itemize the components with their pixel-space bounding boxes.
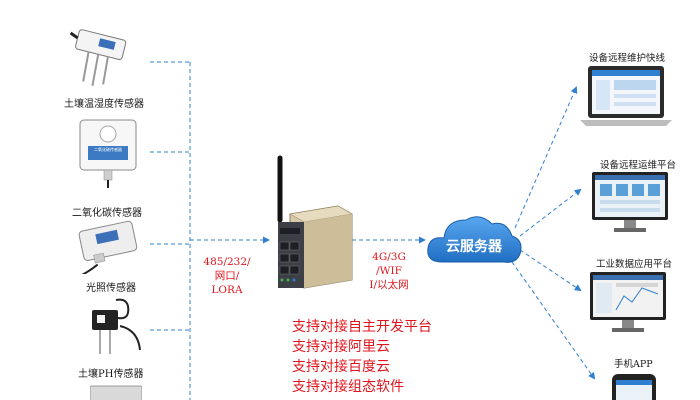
sensor-label: 土壤温湿度传感器 <box>64 99 144 110</box>
gateway-device-image <box>277 155 353 289</box>
feature-item: 支持对接百度云 <box>292 359 390 375</box>
device-label: 设备远程维护快线 <box>589 53 666 64</box>
feature-item: 支持对接阿里云 <box>292 339 390 355</box>
cloud-icon <box>427 216 522 263</box>
link-protocol-right: 4G/3G /WIF I/以太网 <box>356 250 422 292</box>
device-label: 手机APP <box>614 359 653 370</box>
link-protocol-line: 4G/3G <box>372 251 406 263</box>
sensor-label: 二氧化碳传感器 <box>72 208 142 219</box>
cloud-to-device-line <box>511 261 596 380</box>
link-protocol-line: 网口/ <box>214 270 240 282</box>
link-protocol-left: 485/232/ 网口/ LORA <box>194 255 260 297</box>
cloud-to-device-line <box>514 86 578 229</box>
link-protocol-line: 485/232/ <box>203 256 251 268</box>
phone-image <box>612 374 656 400</box>
soil-temp-humidity-sensor-image <box>69 29 127 87</box>
partial-sensor-image <box>90 385 142 400</box>
sensor-label: 光照传感器 <box>86 283 136 294</box>
feature-list: 支持对接自主开发平台 支持对接阿里云 支持对接百度云 支持对接组态软件 <box>292 317 432 397</box>
laptop-image <box>580 66 672 126</box>
link-protocol-line: I/以太网 <box>369 279 409 291</box>
sensor-label: 土壤PH传感器 <box>78 369 144 380</box>
soil-ph-sensor-image <box>92 298 141 354</box>
link-protocol-line: LORA <box>211 284 243 296</box>
co2-sensor-image <box>79 119 137 188</box>
cloud-server-label: 云服务器 <box>446 239 502 255</box>
feature-item: 支持对接自主开发平台 <box>292 319 432 335</box>
cloud-to-device-line <box>519 188 582 237</box>
monitor-image <box>592 172 668 232</box>
feature-item: 支持对接组态软件 <box>292 379 404 395</box>
link-protocol-line: /WIF <box>376 265 402 277</box>
light-sensor-image <box>77 220 138 274</box>
monitor-image <box>590 272 666 332</box>
cloud-to-device-line <box>519 249 582 292</box>
device-label: 工业数据应用平台 <box>596 259 673 270</box>
co2-face-text: 二氧化碳传感器 <box>94 147 122 152</box>
device-label: 设备远程运维平台 <box>600 160 677 171</box>
